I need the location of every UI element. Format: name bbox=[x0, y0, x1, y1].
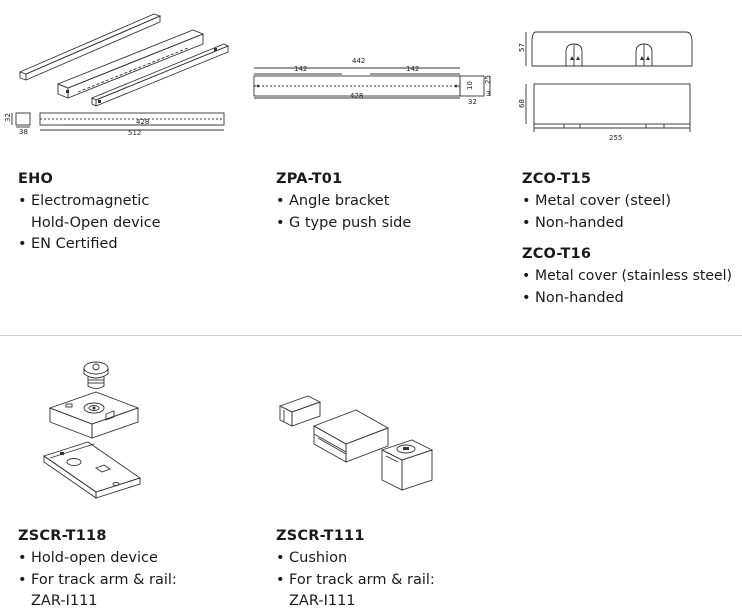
product-zco-t16: ZCO-T16 •Metal cover (stainless steel) •… bbox=[522, 246, 732, 309]
product-zpa-t01: ZPA-T01 •Angle bracket •G type push side bbox=[276, 171, 411, 234]
zpa-t01-drawing: 442 142 142 428 10 25 3 32 bbox=[246, 54, 496, 108]
feature-item: Hold-Open device bbox=[31, 214, 161, 231]
bullet-icon: • bbox=[18, 236, 27, 252]
product-code: ZSCR-T111 bbox=[276, 528, 365, 544]
zpa-dim-right: 142 bbox=[406, 65, 419, 73]
product-zco-t15: ZCO-T15 •Metal cover (steel) •Non-handed bbox=[522, 171, 671, 234]
zpa-dim-h1: 10 bbox=[466, 81, 474, 90]
product-eho: EHO •Electromagnetic Hold-Open device •E… bbox=[18, 171, 161, 256]
feature-item: ZAR-I111 bbox=[31, 593, 98, 609]
bullet-icon: • bbox=[18, 550, 27, 566]
product-code: ZCO-T16 bbox=[522, 246, 592, 262]
eho-drawing: 32 38 428 512 bbox=[4, 6, 234, 138]
feature-list: •Metal cover (steel) •Non-handed bbox=[522, 191, 671, 234]
zscr-t111-isometric-drawing bbox=[278, 395, 434, 491]
bullet-icon: • bbox=[276, 193, 285, 209]
feature-item: •Electromagnetic bbox=[18, 191, 161, 213]
zpa-dim-left: 142 bbox=[294, 65, 307, 73]
feature-item: •G type push side bbox=[276, 213, 411, 235]
feature-item: •For track arm & rail: bbox=[18, 570, 177, 592]
feature-item: •EN Certified bbox=[18, 234, 161, 256]
product-code: ZPA-T01 bbox=[276, 171, 343, 187]
feature-item: •Non-handed bbox=[522, 288, 732, 310]
zscr-t111-drawing bbox=[276, 386, 436, 496]
eho-dim-width: 38 bbox=[19, 128, 28, 136]
bullet-icon: • bbox=[522, 193, 531, 209]
zco-dim-bottom-height: 68 bbox=[518, 99, 526, 108]
bullet-icon: • bbox=[522, 289, 531, 306]
feature-item: •Angle bracket bbox=[276, 191, 411, 213]
zco-dim-top-height: 57 bbox=[518, 43, 526, 52]
feature-list: •Cushion •For track arm & rail: ZAR-I111 bbox=[276, 548, 435, 613]
bullet-icon: • bbox=[276, 214, 285, 231]
feature-item: •Non-handed bbox=[522, 213, 671, 235]
product-code: ZSCR-T118 bbox=[18, 528, 107, 544]
zpa-dim-depth: 32 bbox=[468, 98, 477, 106]
feature-item: •For track arm & rail: bbox=[276, 570, 435, 592]
bullet-icon: • bbox=[276, 550, 285, 566]
zpa-dim-overall: 442 bbox=[352, 57, 365, 65]
eho-dim-height: 32 bbox=[4, 113, 12, 122]
feature-list: •Electromagnetic Hold-Open device •EN Ce… bbox=[18, 191, 161, 256]
zco-dim-length: 255 bbox=[609, 134, 622, 142]
zco-technical-drawing: 57 68 255 bbox=[518, 31, 693, 142]
bullet-icon: • bbox=[522, 214, 531, 231]
product-zscr-t118: ZSCR-T118 •Hold-open device •For track a… bbox=[18, 528, 177, 613]
zpa-dim-inner: 428 bbox=[350, 92, 363, 100]
zscr-t118-isometric-drawing bbox=[42, 361, 142, 499]
bullet-icon: • bbox=[18, 571, 27, 588]
feature-item: •Metal cover (stainless steel) bbox=[522, 266, 732, 288]
eho-dim-inner: 428 bbox=[136, 118, 149, 126]
feature-list: •Angle bracket •G type push side bbox=[276, 191, 411, 234]
zpa-dim-h2: 25 bbox=[484, 75, 492, 84]
product-code: ZCO-T15 bbox=[522, 171, 592, 187]
eho-technical-drawing: 32 38 428 512 bbox=[4, 13, 230, 137]
zco-drawing: 57 68 255 bbox=[518, 26, 698, 144]
zpa-dim-h3: 3 bbox=[486, 90, 490, 98]
section-divider bbox=[0, 335, 742, 336]
bullet-icon: • bbox=[522, 268, 531, 284]
feature-item: •Cushion bbox=[276, 548, 435, 570]
product-code: EHO bbox=[18, 171, 53, 187]
bullet-icon: • bbox=[276, 571, 285, 588]
zscr-t118-drawing bbox=[38, 356, 148, 506]
feature-list: •Metal cover (stainless steel) •Non-hand… bbox=[522, 266, 732, 309]
product-zscr-t111: ZSCR-T111 •Cushion •For track arm & rail… bbox=[276, 528, 435, 613]
zpa-technical-drawing: 442 142 142 428 10 25 3 32 bbox=[253, 57, 492, 106]
feature-item: ZAR-I111 bbox=[289, 593, 356, 609]
feature-list: •Hold-open device •For track arm & rail:… bbox=[18, 548, 177, 613]
bullet-icon: • bbox=[18, 193, 27, 209]
feature-item: •Hold-open device bbox=[18, 548, 177, 570]
eho-dim-overall: 512 bbox=[128, 129, 141, 137]
feature-item: •Metal cover (steel) bbox=[522, 191, 671, 213]
